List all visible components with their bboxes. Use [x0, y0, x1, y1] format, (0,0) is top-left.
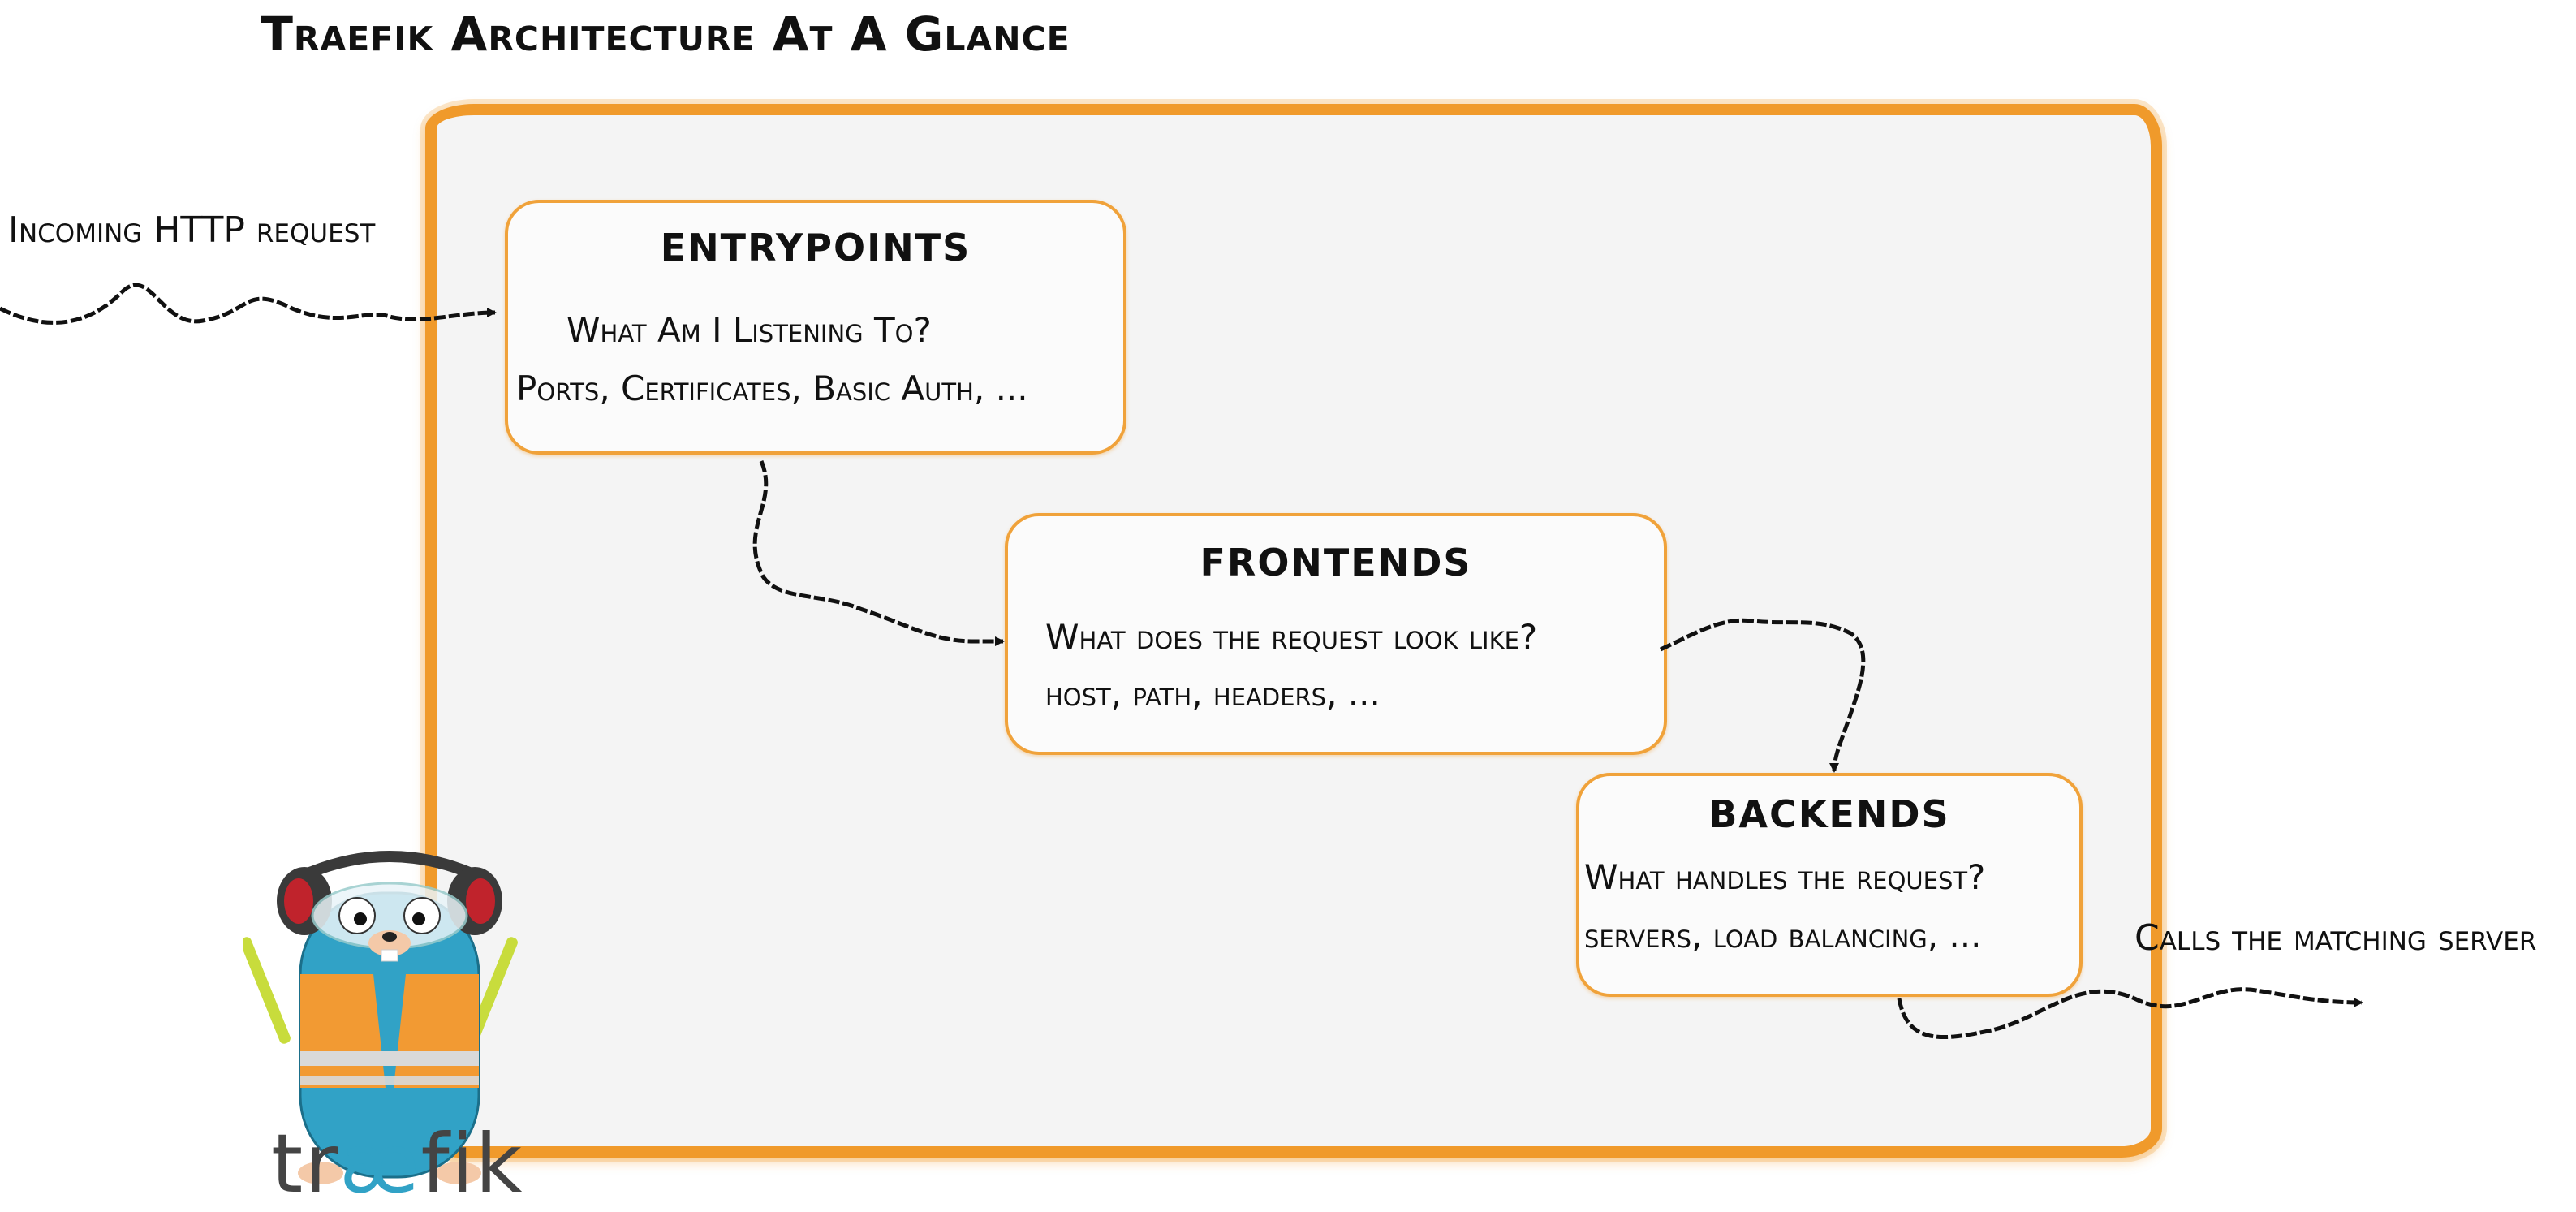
frontends-examples: host, path, headers, ... [1045, 674, 1381, 714]
calls-server-label: Calls the matching server [2134, 917, 2537, 959]
backends-box: BACKENDS What handles the request? serve… [1576, 773, 2083, 997]
entrypoints-examples: Ports, Certificates, Basic Auth, ... [516, 369, 1028, 408]
entrypoints-box: ENTRYPOINTS What Am I Listening To? Port… [505, 200, 1126, 455]
outgoing-arrow [1897, 987, 2363, 1040]
diagram-title: Traefik Architecture At A Glance [261, 6, 1070, 62]
incoming-arrow [0, 283, 497, 325]
traefik-logo: træfik [271, 1116, 523, 1211]
frontends-question: What does the request look like? [1045, 617, 1538, 657]
logo-prefix: tr [271, 1116, 340, 1211]
backends-examples: servers, load balancing, ... [1584, 916, 1982, 955]
incoming-request-label: Incoming HTTP request [8, 209, 376, 251]
backends-heading: BACKENDS [1708, 792, 1950, 836]
backends-question: What handles the request? [1584, 857, 1986, 897]
frontends-box: FRONTENDS What does the request look lik… [1005, 513, 1667, 755]
traefik-gopher-mascot-icon [243, 851, 518, 1184]
entrypoints-heading: ENTRYPOINTS [660, 226, 971, 270]
frontend-to-backend-arrow [1659, 618, 1866, 773]
logo-suffix: fik [420, 1116, 524, 1211]
logo-ae: æ [339, 1116, 421, 1211]
entry-to-frontend-arrow [752, 460, 1005, 646]
frontends-heading: FRONTENDS [1200, 541, 1472, 584]
entrypoints-question: What Am I Listening To? [566, 310, 932, 350]
